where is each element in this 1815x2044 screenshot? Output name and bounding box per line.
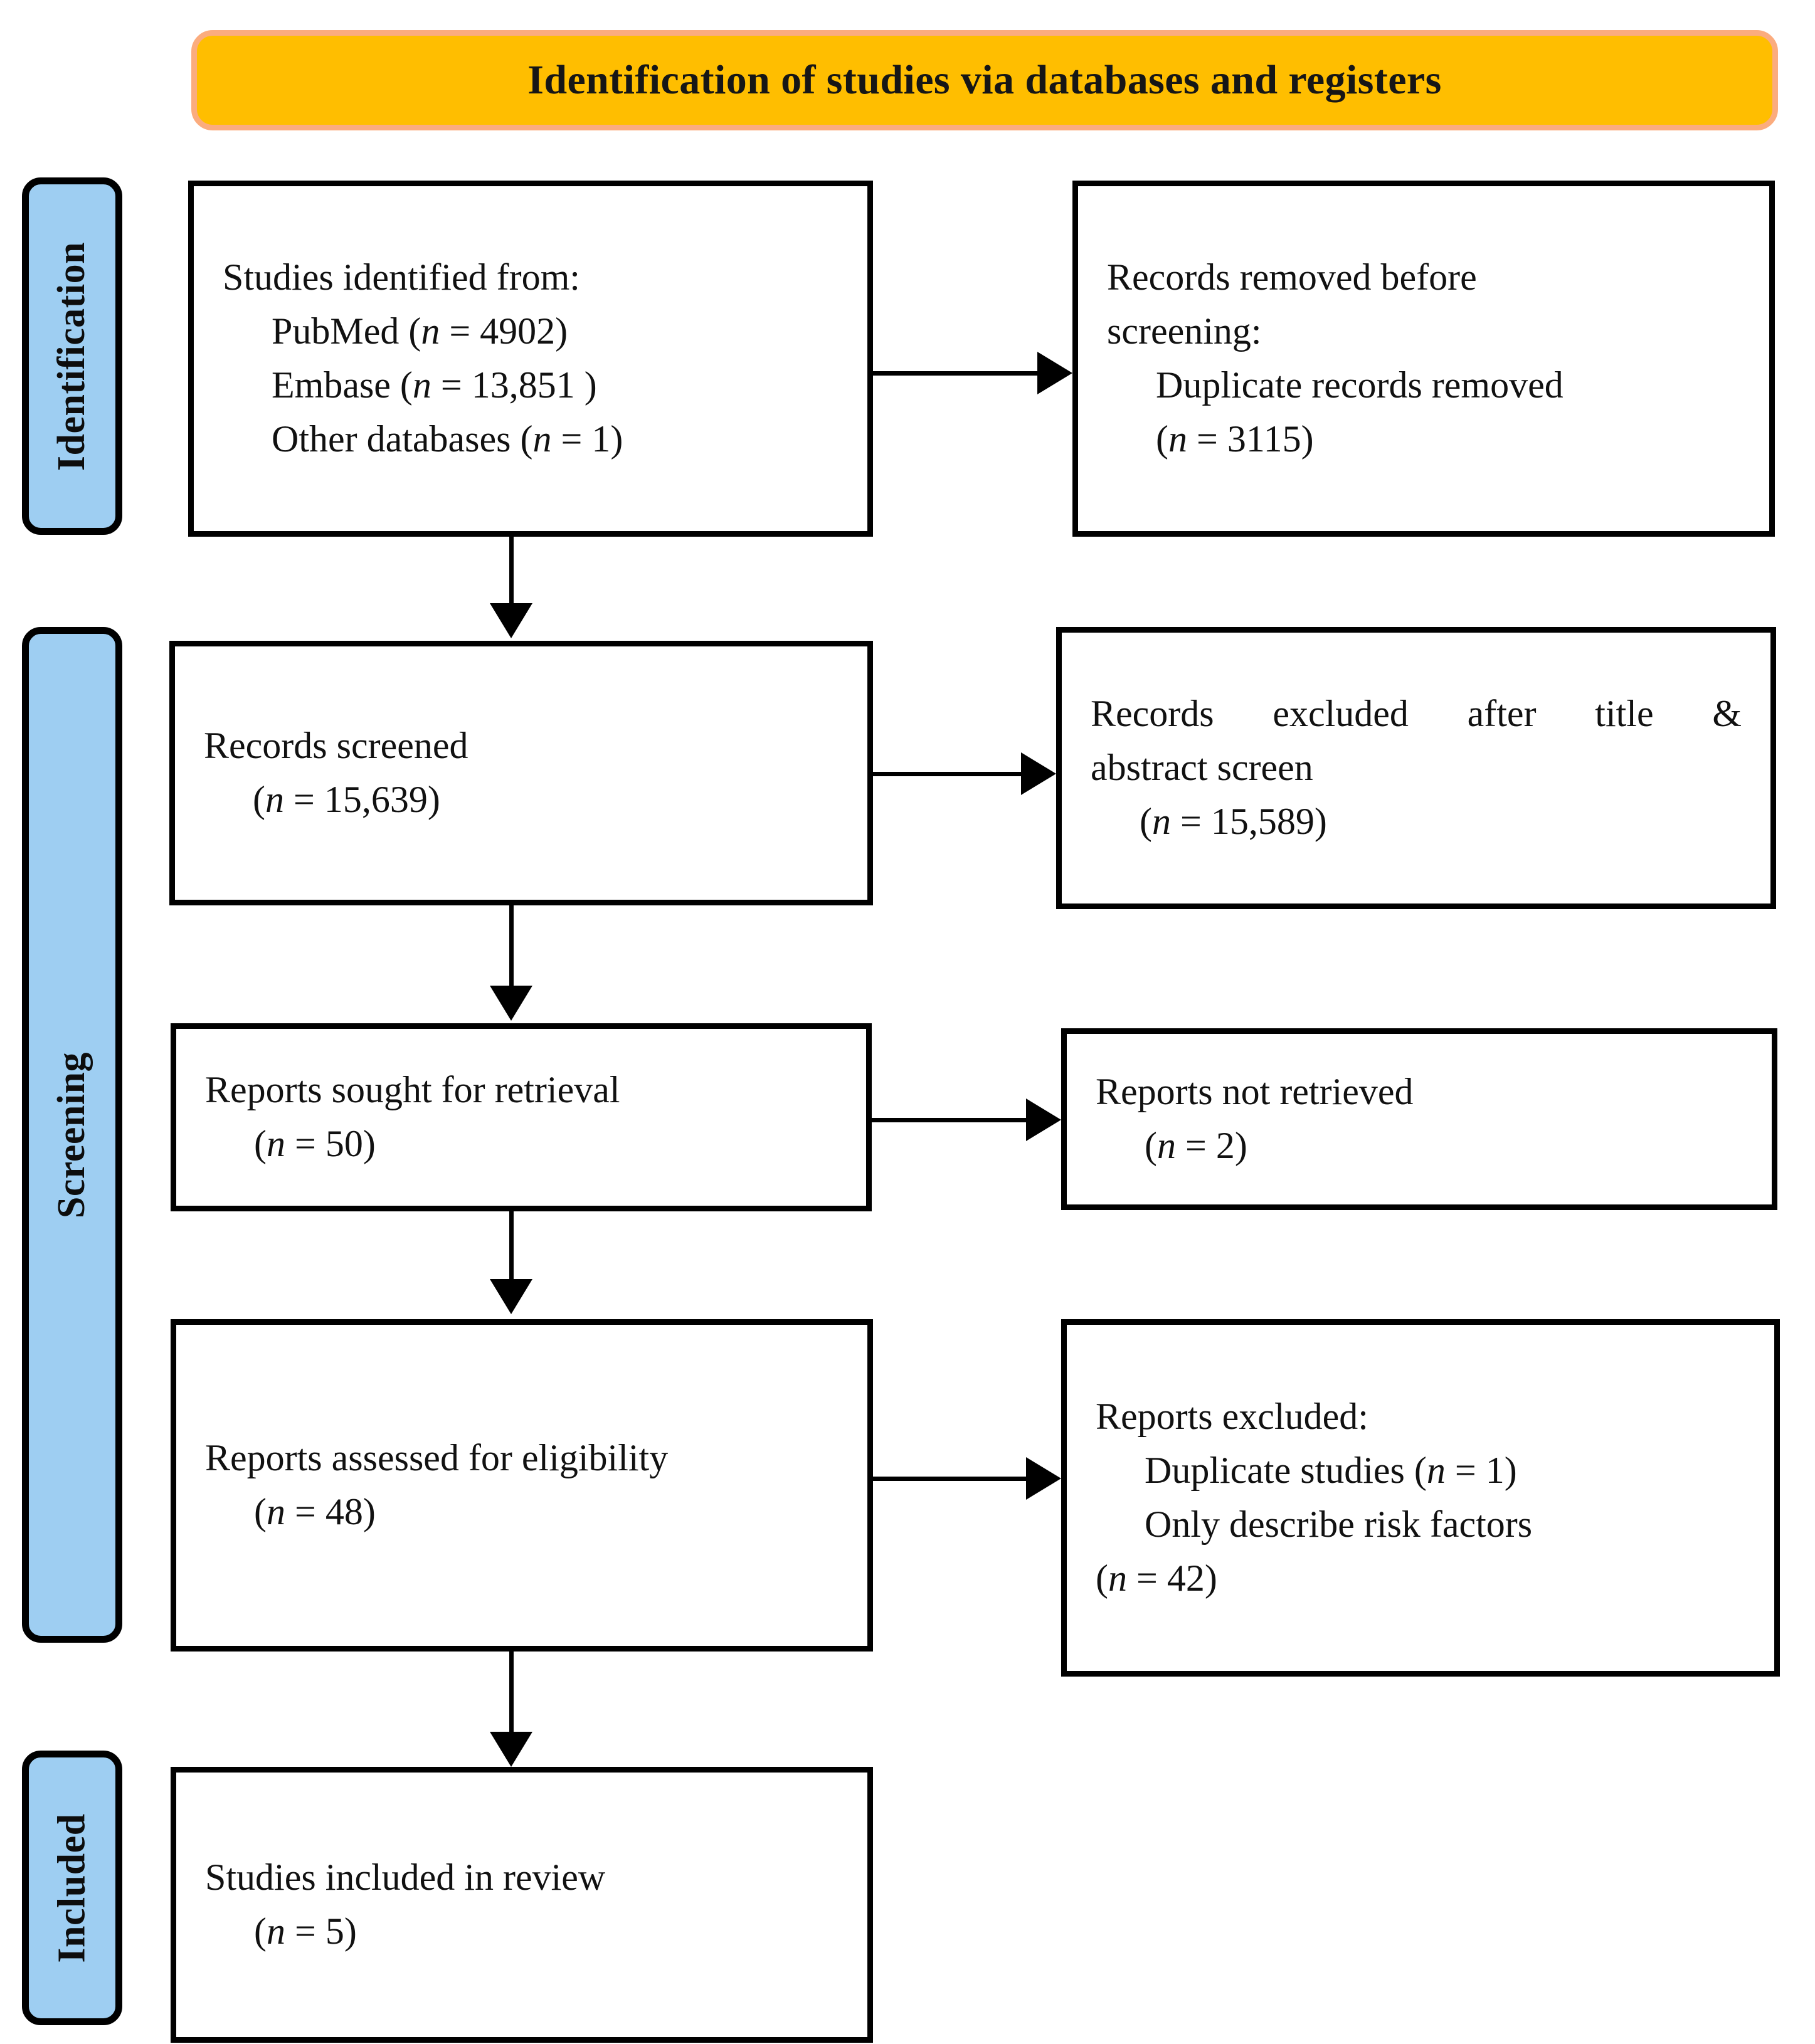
stage-identification-text: Identification [50,241,93,471]
excluded-line-1: Records excluded after title & [1091,693,1742,735]
excluded-line-3: (n = 15,589) [1140,800,1327,842]
assessed-line-2: (n = 48) [254,1491,376,1532]
stage-label-screening: Screening [22,627,122,1643]
removed-line-2: screening: [1107,310,1262,352]
arrowhead-screened-to-excluded [1021,752,1056,795]
connector-identified-to-removed [873,371,1037,376]
box-records-excluded: Records excluded after title & abstract … [1056,627,1776,909]
connector-identified-to-screened [509,537,514,606]
box-reports-assessed: Reports assessed for eligibility (n = 48… [171,1319,873,1652]
sought-line-1: Reports sought for retrieval [205,1069,620,1111]
arrowhead-sought-to-assessed [490,1279,532,1314]
identified-line-pubmed: PubMed (n = 4902) [272,310,568,352]
box-reports-excluded: Reports excluded: Duplicate studies (n =… [1061,1319,1780,1677]
notretrieved-line-1: Reports not retrieved [1096,1071,1414,1113]
arrowhead-assessed-to-included [490,1732,532,1767]
header-title: Identification of studies via databases … [527,57,1442,103]
arrowhead-identified-to-screened [490,603,532,638]
assessed-line-1: Reports assessed for eligibility [205,1437,669,1479]
box-records-screened: Records screened (n = 15,639) [169,641,873,905]
identified-line-other: Other databases (n = 1) [272,418,623,460]
connector-assessed-to-included [509,1652,514,1733]
notretrieved-line-2: (n = 2) [1145,1125,1247,1166]
stage-included-text: Included [50,1813,93,1963]
box-reports-sought: Reports sought for retrieval (n = 50) [171,1023,872,1211]
stage-label-identification: Identification [22,177,122,535]
connector-sought-to-notretrieved [872,1118,1027,1122]
screened-line-2: (n = 15,639) [253,779,440,820]
screened-line-1: Records screened [204,725,468,767]
sought-line-2: (n = 50) [254,1123,376,1164]
connector-screened-to-sought [509,905,514,987]
stage-screening-text: Screening [50,1051,93,1218]
removed-line-3: Duplicate records removed [1156,364,1564,406]
repexcluded-line-1: Reports excluded: [1096,1396,1368,1438]
header-banner: Identification of studies via databases … [191,30,1778,130]
excluded-line-2: abstract screen [1091,747,1313,789]
connector-screened-to-excluded [873,772,1022,776]
box-records-removed-before-screening: Records removed before screening: Duplic… [1072,181,1775,537]
arrowhead-identified-to-removed [1037,352,1072,394]
box-reports-not-retrieved: Reports not retrieved (n = 2) [1061,1028,1777,1210]
connector-sought-to-assessed [509,1211,514,1280]
removed-line-1: Records removed before [1107,256,1477,298]
arrowhead-screened-to-sought [490,986,532,1021]
included-line-1: Studies included in review [205,1857,606,1899]
connector-assessed-to-repexcluded [873,1477,1027,1481]
repexcluded-line-n: (n = 42) [1096,1557,1217,1599]
repexcluded-line-duplicate: Duplicate studies (n = 1) [1145,1450,1517,1492]
included-line-2: (n = 5) [254,1910,357,1952]
removed-line-4: (n = 3115) [1156,418,1314,460]
stage-label-included: Included [22,1751,122,2025]
arrowhead-assessed-to-repexcluded [1026,1457,1061,1500]
repexcluded-line-riskfactors: Only describe risk factors [1145,1504,1533,1545]
identified-line-1: Studies identified from: [223,256,580,298]
identified-line-embase: Embase (n = 13,851 ) [272,364,597,406]
arrowhead-sought-to-notretrieved [1026,1098,1061,1141]
box-studies-included: Studies included in review (n = 5) [171,1767,873,2043]
box-studies-identified: Studies identified from: PubMed (n = 490… [188,181,873,537]
